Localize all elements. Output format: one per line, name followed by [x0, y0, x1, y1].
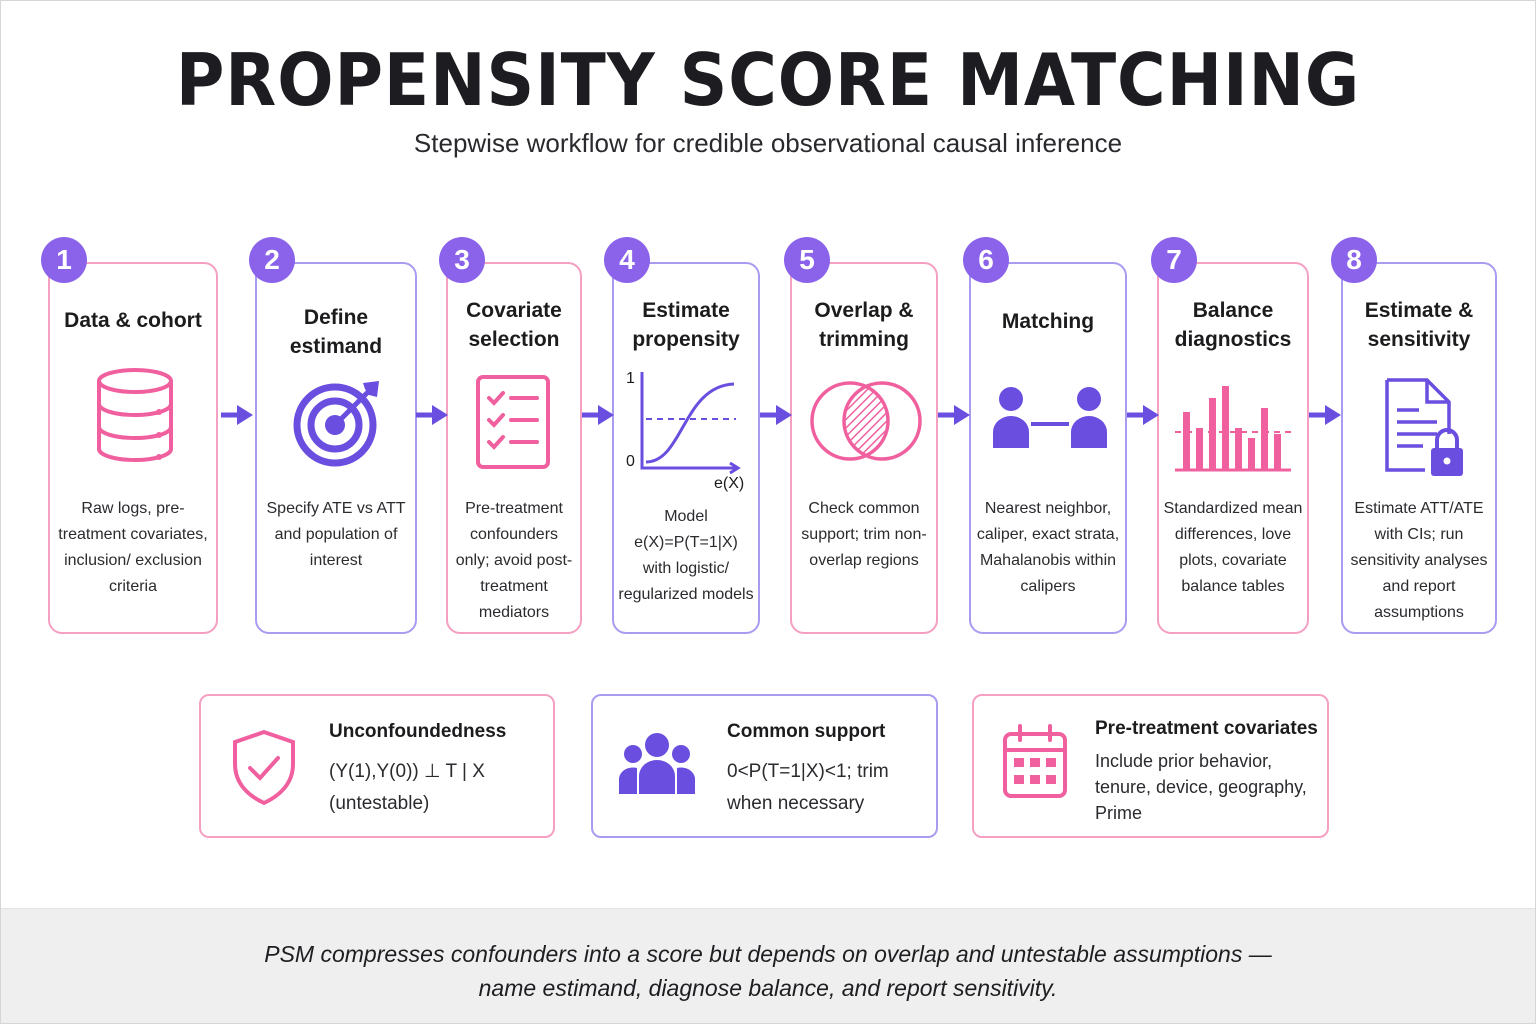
graph-x-label: e(X) — [714, 475, 745, 492]
step-title: Covariate selection — [466, 299, 562, 351]
footer-text: PSM compresses confounders into a score … — [264, 941, 1272, 1001]
step-title: Balance diagnostics — [1174, 299, 1292, 351]
footer-band: PSM compresses confounders into a score … — [1, 908, 1535, 1023]
target-icon — [293, 381, 379, 467]
assumption-card-pretreatment-covariates: Pre-treatment covariates Include prior b… — [972, 694, 1329, 838]
step-title: Overlap & trimming — [814, 299, 914, 351]
step-description: Check common support; trim non-overlap r… — [801, 500, 927, 569]
calendar-icon — [1003, 724, 1067, 798]
assumption-text: Include prior behavior, tenure, device, … — [1095, 751, 1307, 823]
bar-chart-icon — [1175, 386, 1291, 472]
flow-arrow-3 — [582, 405, 614, 425]
step-badge-2: 2 — [249, 237, 295, 283]
step-badge-8: 8 — [1331, 237, 1377, 283]
step-description: Pre-treatment confounders only; avoid po… — [455, 500, 573, 621]
step-card-6: Matching Nearest neighbor, caliper, exac… — [969, 262, 1127, 634]
step-description: Raw logs, pre-treatment covariates, incl… — [58, 500, 208, 595]
flow-arrow-5 — [938, 405, 970, 425]
graph-y-top-label: 1 — [626, 370, 635, 387]
assumption-title: Pre-treatment covariates — [1095, 718, 1318, 739]
step-description: Model e(X)=P(T=1|X) with logistic/ regul… — [618, 508, 754, 603]
step-card-8: Estimate & sensitivity Estimate ATT/ATE … — [1341, 262, 1497, 634]
matched-pair-icon — [993, 387, 1107, 448]
step-title: Matching — [1001, 310, 1095, 333]
assumption-title: Unconfoundedness — [329, 721, 507, 742]
checklist-icon — [476, 375, 550, 469]
step-title: Data & cohort — [64, 309, 202, 332]
step-badge-3: 3 — [439, 237, 485, 283]
step-card-4: Estimate propensity 1 0 e(X) Model e(X)=… — [612, 262, 760, 634]
step-card-7: Balance diagnostics Standardized mean di… — [1157, 262, 1309, 634]
step-title: Estimate & sensitivity — [1364, 299, 1474, 351]
group-icon — [619, 733, 695, 794]
assumption-card-unconfoundedness: Unconfoundedness (Y(1),Y(0)) ⊥ T | X (un… — [199, 694, 555, 838]
assumption-text: (Y(1),Y(0)) ⊥ T | X (untestable) — [329, 761, 485, 814]
flow-arrow-7 — [1309, 405, 1341, 425]
assumption-card-common-support: Common support 0<P(T=1|X)<1; trim when n… — [591, 694, 938, 838]
step-card-2: Define estimand Specify ATE vs ATT and p… — [255, 262, 417, 634]
step-badge-4: 4 — [604, 237, 650, 283]
step-badge-6: 6 — [963, 237, 1009, 283]
assumption-title: Common support — [727, 721, 886, 742]
step-badge-1: 1 — [41, 237, 87, 283]
step-description: Specify ATE vs ATT and population of int… — [266, 500, 406, 569]
flow-arrow-2 — [416, 405, 448, 425]
venn-overlap-icon — [810, 381, 922, 461]
step-description: Estimate ATT/ATE with CIs; run sensitivi… — [1350, 500, 1488, 621]
step-description: Nearest neighbor, caliper, exact strata,… — [976, 500, 1120, 595]
graph-y-bottom-label: 0 — [626, 453, 635, 470]
step-card-1: Data & cohort Raw logs, pre-treatment co… — [48, 262, 218, 634]
step-badge-5: 5 — [784, 237, 830, 283]
step-description: Standardized mean differences, love plot… — [1163, 500, 1303, 595]
database-icon — [97, 368, 173, 462]
shield-check-icon — [233, 729, 295, 806]
page-subtitle: Stepwise workflow for credible observati… — [413, 128, 1123, 158]
flow-arrow-1 — [221, 405, 253, 425]
flow-arrow-6 — [1127, 405, 1159, 425]
step-badge-7: 7 — [1151, 237, 1197, 283]
step-title: Define estimand — [289, 306, 383, 358]
step-card-5: Overlap & trimming Check common support;… — [790, 262, 938, 634]
flow-arrow-4 — [760, 405, 792, 425]
locked-document-icon — [1385, 378, 1463, 476]
page-title: PROPENSITY SCORE MATCHING — [175, 38, 1361, 122]
sigmoid-curve-icon — [640, 372, 741, 475]
step-title: Estimate propensity — [632, 299, 740, 351]
step-card-3: Covariate selection Pre-treatment confou… — [446, 262, 582, 634]
assumption-text: 0<P(T=1|X)<1; trim when necessary — [727, 761, 889, 814]
